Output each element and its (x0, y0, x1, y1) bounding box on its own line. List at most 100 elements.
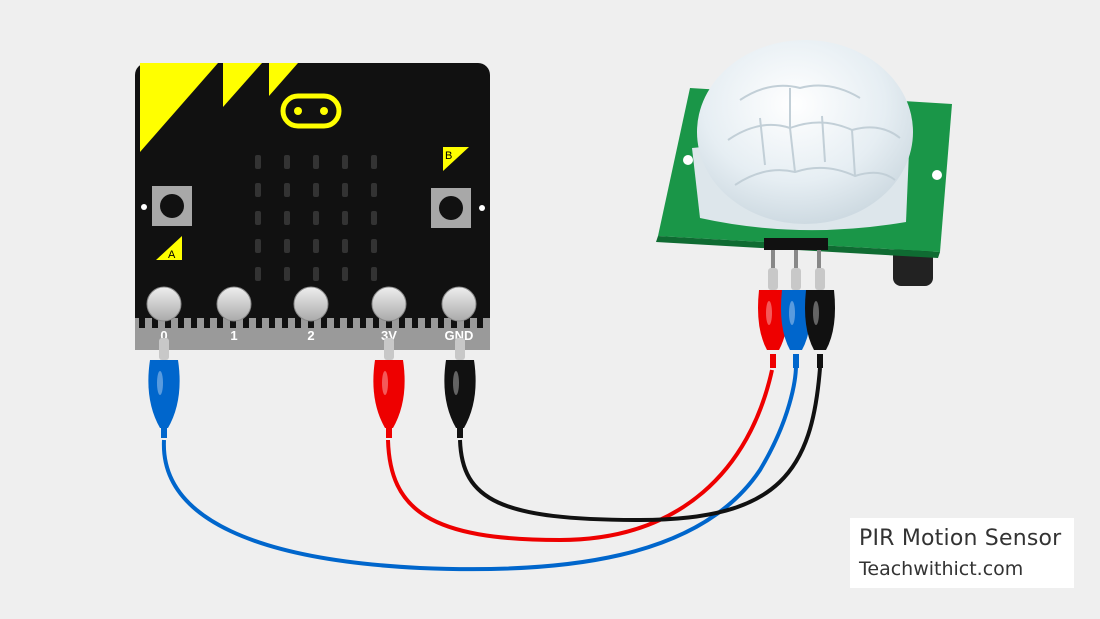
clip-pin-gnd-black-shine (453, 371, 459, 395)
clip-sensor-gnd-black-jaw (815, 268, 825, 290)
corner-stripe (269, 63, 298, 96)
edge-tooth (191, 318, 197, 328)
clip-sensor-out-blue-neck (793, 354, 799, 368)
clip-pin-3v-red[interactable] (373, 338, 405, 438)
side-hole (141, 204, 147, 210)
edge-tooth (165, 318, 171, 328)
button-a-label: A (168, 249, 176, 261)
pin-pad-gnd[interactable] (441, 286, 477, 322)
edge-tooth (360, 318, 366, 328)
corner-stripe (223, 63, 262, 107)
edge-tooth (334, 318, 340, 328)
edge-tooth (230, 318, 236, 328)
pin-label-gnd: GND (445, 328, 474, 343)
pin-pad-1[interactable] (216, 286, 252, 322)
clip-pin-3v-red-neck (386, 424, 392, 438)
edge-tooth (412, 318, 418, 328)
led (371, 183, 377, 197)
clip-pin-3v-red-jaw (384, 338, 394, 360)
pin-pad-3v[interactable] (371, 286, 407, 322)
led (313, 183, 319, 197)
clip-sensor-out-blue-boot (781, 290, 811, 350)
edge-tooth (438, 318, 444, 328)
mount-hole (683, 155, 693, 165)
clip-pin-0-blue[interactable] (148, 338, 180, 438)
led (284, 267, 290, 281)
edge-tooth (256, 318, 262, 328)
edge-tooth (347, 318, 353, 328)
clip-sensor-vcc-red-shine (766, 301, 772, 325)
clip-sensor-vcc-red-neck (770, 354, 776, 368)
edge-tooth (295, 318, 301, 328)
led (342, 183, 348, 197)
edge-tooth (217, 318, 223, 328)
edge-tooth (425, 318, 431, 328)
edge-teeth (139, 318, 483, 328)
led (284, 211, 290, 225)
pir-sensor (656, 40, 952, 286)
led (313, 155, 319, 169)
clip-sensor-vcc-red-jaw (768, 268, 778, 290)
signal-wire (161, 364, 798, 572)
led (284, 239, 290, 253)
clip-pin-0-blue-neck (161, 424, 167, 438)
board-body (135, 63, 490, 350)
clip-sensor-vcc-red[interactable] (758, 268, 788, 368)
led (342, 155, 348, 169)
clip-pin-gnd-black-jaw (455, 338, 465, 360)
logo-eye (294, 107, 302, 115)
clip-sensor-out-blue-shine (789, 301, 795, 325)
edge-tooth (386, 318, 392, 328)
clip-pin-3v-red-boot (373, 360, 405, 428)
caption-title: PIR Motion Sensor (859, 526, 1062, 551)
clip-sensor-out-blue[interactable] (781, 268, 811, 368)
button-b-cap[interactable] (439, 196, 463, 220)
clip-pin-gnd-black[interactable] (444, 338, 476, 438)
wires (161, 364, 822, 572)
clip-sensor-gnd-black-neck (817, 354, 823, 368)
clip-sensor-out-blue-jaw (791, 268, 801, 290)
edge-tooth (204, 318, 210, 328)
header-pin (817, 250, 821, 270)
pin-pad-0[interactable] (146, 286, 182, 322)
button-a-cap[interactable] (160, 194, 184, 218)
corner-stripe (140, 63, 218, 152)
led (284, 155, 290, 169)
button-b-marker (443, 147, 469, 171)
header-pin (771, 250, 775, 270)
caption-site: Teachwithict.com (859, 558, 1024, 580)
edge-tooth (399, 318, 405, 328)
edge-tooth (282, 318, 288, 328)
pin-pad-2[interactable] (293, 286, 329, 322)
led (342, 211, 348, 225)
board-clips (148, 338, 476, 438)
edge-tooth (243, 318, 249, 328)
caption-box: PIR Motion Sensor Teachwithict.com (850, 518, 1074, 588)
logo-eye (320, 107, 328, 115)
edge-tooth (477, 318, 483, 328)
edge-tooth (308, 318, 314, 328)
edge-tooth (464, 318, 470, 328)
button-a-marker (156, 236, 182, 260)
pin-label-1: 1 (230, 328, 237, 343)
microbit-logo (280, 93, 342, 129)
clip-pin-3v-red-shine (382, 371, 388, 395)
led (255, 211, 261, 225)
led (255, 155, 261, 169)
led (371, 239, 377, 253)
clip-sensor-gnd-black-boot (805, 290, 835, 350)
clip-pin-0-blue-jaw (159, 338, 169, 360)
power-wire (386, 369, 774, 543)
led (313, 267, 319, 281)
led (255, 267, 261, 281)
led (371, 211, 377, 225)
edge-tooth (178, 318, 184, 328)
dome-facets (727, 84, 901, 186)
clip-pin-0-blue-boot (148, 360, 180, 428)
led (342, 267, 348, 281)
clip-sensor-gnd-black[interactable] (805, 268, 835, 368)
led (342, 239, 348, 253)
